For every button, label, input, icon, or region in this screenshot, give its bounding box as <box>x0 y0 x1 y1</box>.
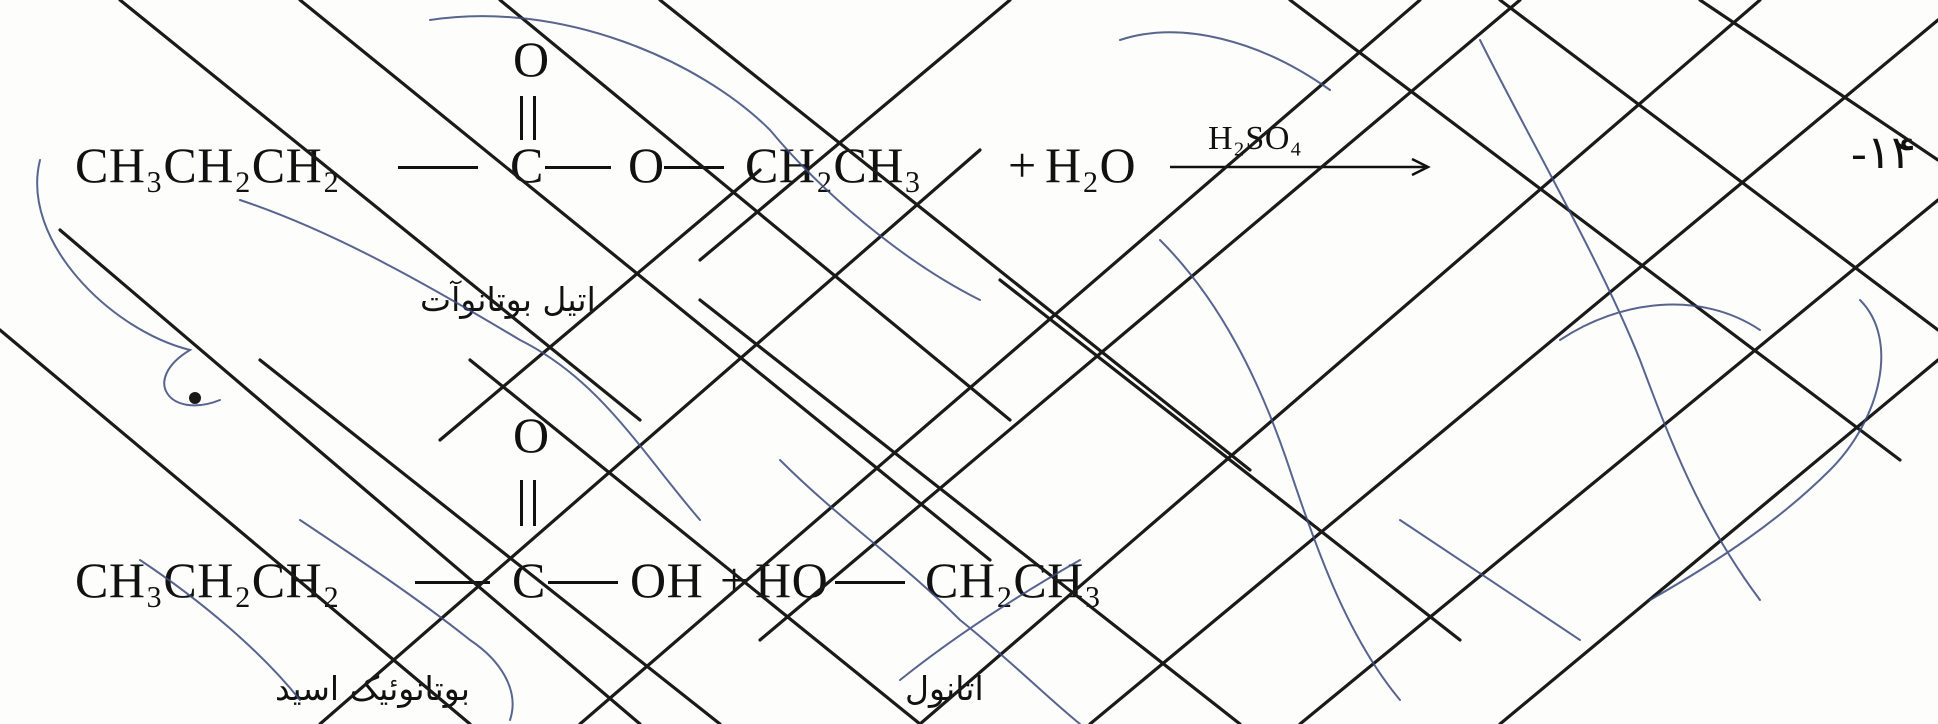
reaction2-bond-3 <box>835 581 905 584</box>
reaction1-double-bond-right <box>533 96 536 140</box>
reaction2-alcohol-name: اتانول <box>905 669 984 708</box>
reaction1-catalyst: H₂SO₄ <box>1208 120 1303 157</box>
reaction1-water: H₂O <box>1045 137 1137 193</box>
reaction2-plus: + <box>720 552 749 608</box>
reaction2-ethyl-group: CH₂CH₃ <box>925 552 1102 608</box>
reaction1-ester-name: اتیل بوتانوآت <box>420 280 596 319</box>
reaction1-double-bond-left <box>520 96 523 140</box>
reaction1-ethyl-group: CH₂CH₃ <box>745 137 922 193</box>
reaction1-plus: + <box>1008 137 1037 193</box>
reaction2-carbonyl-carbon: C <box>512 552 546 608</box>
question-number: -۱۴ <box>1851 127 1916 178</box>
reaction2-bond-1 <box>415 581 490 584</box>
reaction2-butyl-chain: CH₃CH₂CH₂ <box>75 552 341 608</box>
reaction2-bond-2 <box>548 581 618 584</box>
reaction1-bond-3 <box>664 166 724 169</box>
reaction1-ester-oxygen: O <box>628 137 665 193</box>
reaction2-double-bond-right <box>533 480 536 526</box>
reaction2-acid-name: بوتانوئیک اسید <box>275 669 470 708</box>
reaction2-hydroxyl: OH <box>630 552 704 608</box>
reaction1-bond-2 <box>545 166 611 169</box>
reaction1-carbonyl-carbon: C <box>510 137 544 193</box>
reaction1-bond-1 <box>398 166 478 169</box>
reaction2-carbonyl-oxygen: O <box>513 407 550 463</box>
reaction1-butyl-chain: CH₃CH₂CH₂ <box>75 137 341 193</box>
reaction2-alcohol-ho: HO <box>755 552 829 608</box>
reaction1-carbonyl-oxygen: O <box>513 31 550 87</box>
reaction2-double-bond-left <box>520 480 523 526</box>
